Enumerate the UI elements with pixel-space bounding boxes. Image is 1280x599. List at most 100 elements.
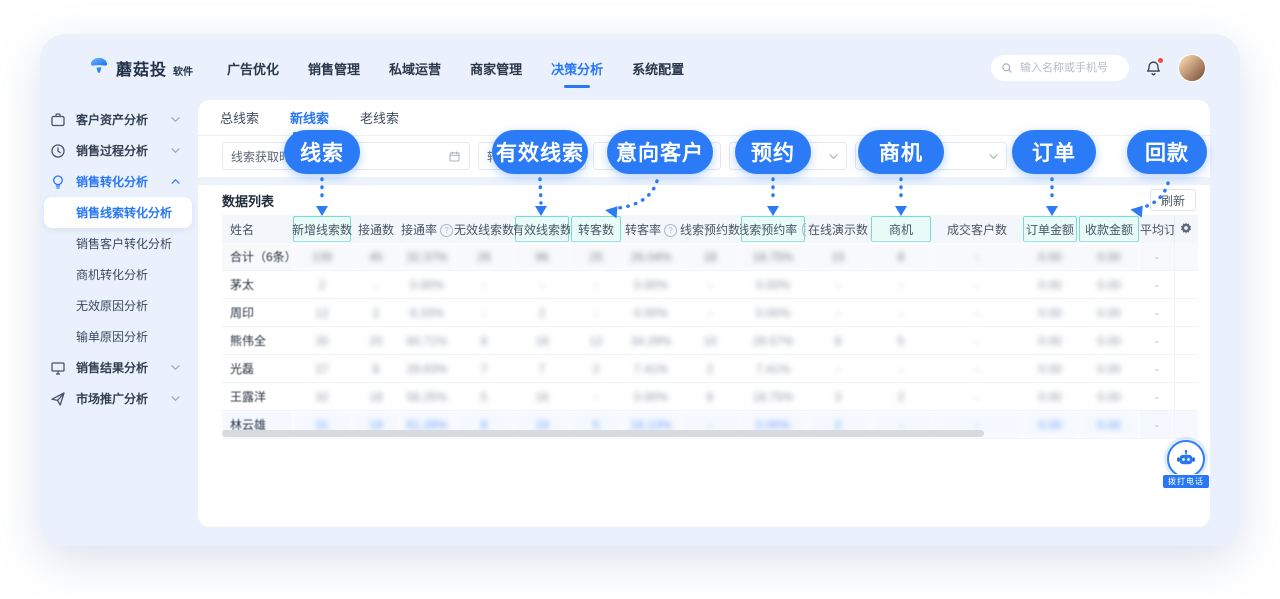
cell-value: - <box>570 382 622 411</box>
cell-value: 0.00 <box>1022 326 1078 355</box>
column-label: 线索预约数 <box>680 222 740 237</box>
lead-tab[interactable]: 新线索 <box>288 100 331 135</box>
cell-value: 0.00 <box>1078 243 1140 271</box>
cell-value: 10 <box>680 326 740 355</box>
notification-bell-icon[interactable] <box>1145 57 1163 77</box>
cell-value: 12 <box>292 298 352 327</box>
cell-value: - <box>1140 382 1174 411</box>
cell-value: 0.00 <box>1078 382 1140 411</box>
folder-icon <box>50 112 66 128</box>
callout-pill: 订单 <box>1012 130 1096 174</box>
column-label: 新增线索数 <box>292 222 352 237</box>
sidebar-group[interactable]: 市场推广分析 <box>40 383 198 414</box>
sidebar-group[interactable]: 销售过程分析 <box>40 135 198 166</box>
refresh-button[interactable]: 刷新 <box>1149 189 1196 211</box>
column-header: 接通数 <box>352 215 400 243</box>
cell-value: 2 <box>680 354 740 383</box>
cell-value: 2 <box>514 298 570 327</box>
column-header: 在线演示数 <box>806 215 870 243</box>
cell-value: - <box>514 270 570 299</box>
callout-pill: 线索 <box>284 130 360 174</box>
lead-tab[interactable]: 老线索 <box>360 111 400 126</box>
column-label: 收款金额 <box>1084 222 1133 237</box>
search-box[interactable] <box>991 55 1129 81</box>
topnav-item[interactable]: 决策分析 <box>549 53 605 84</box>
call-button-label[interactable]: 拨打电话 <box>1162 474 1210 489</box>
call-widget[interactable]: 拨打电话 <box>1162 440 1210 492</box>
section-divider <box>198 177 1210 185</box>
topbar-right <box>991 54 1206 82</box>
info-icon[interactable]: ? <box>664 223 677 237</box>
column-settings[interactable] <box>1173 215 1198 243</box>
brand-name: 蘑菇投 <box>116 62 168 79</box>
chevron-down-icon <box>171 395 180 402</box>
column-header: 转客率? <box>622 215 680 243</box>
sidebar-item[interactable]: 商机转化分析 <box>40 259 198 290</box>
cell-value: 32 <box>292 382 352 411</box>
chevron-down-icon <box>171 147 180 154</box>
cell-settings <box>1173 243 1198 271</box>
sidebar-item[interactable]: 销售线索转化分析 <box>44 197 192 228</box>
column-label: 商机 <box>888 222 913 237</box>
cell-value: 139 <box>292 243 352 271</box>
cell-value: - <box>932 243 1022 271</box>
callout-pill: 回款 <box>1127 130 1207 174</box>
cell-value: 28 <box>454 243 514 271</box>
cell-settings <box>1173 410 1198 439</box>
sidebar-item[interactable]: 输单原因分析 <box>40 321 198 352</box>
horizontal-scrollbar[interactable] <box>222 430 984 437</box>
sidebar-group-label: 销售过程分析 <box>76 144 149 158</box>
data-list-title: 数据列表 <box>222 193 275 209</box>
cell-value: - <box>870 298 932 327</box>
topnav-item[interactable]: 系统配置 <box>632 61 685 77</box>
cell-value: 6 <box>680 382 740 411</box>
column-header: 成交客户数 <box>932 215 1022 243</box>
chevron-down-icon <box>171 116 180 123</box>
cell-name: 合计（6条） <box>222 243 292 271</box>
column-label: 线索预约率 <box>740 222 798 237</box>
sidebar-group[interactable]: 销售转化分析 <box>40 166 198 197</box>
column-label: 在线演示数 <box>807 222 868 237</box>
info-icon[interactable]: ? <box>440 223 453 237</box>
column-label: 转客率 <box>624 222 661 237</box>
lead-tab[interactable]: 总线索 <box>220 111 260 126</box>
user-avatar[interactable] <box>1178 54 1206 82</box>
brand-logo: 蘑菇投 软件 <box>88 55 193 82</box>
sidebar-item[interactable]: 销售客户转化分析 <box>40 228 198 259</box>
cell-value: - <box>680 270 740 299</box>
search-input[interactable] <box>1018 61 1112 75</box>
sidebar-group[interactable]: 客户资产分析 <box>40 104 198 135</box>
topnav-item[interactable]: 广告优化 <box>227 61 280 77</box>
topnav-item[interactable]: 私域运营 <box>389 61 442 77</box>
sidebar-group[interactable]: 销售结果分析 <box>40 352 198 383</box>
cell-value: - <box>1140 354 1174 383</box>
notification-dot <box>1158 57 1163 63</box>
cell-settings <box>1173 298 1198 327</box>
cell-settings <box>1173 326 1198 355</box>
sidebar-item-label: 商机转化分析 <box>76 268 149 282</box>
sidebar-item[interactable]: 无效原因分析 <box>40 290 198 321</box>
cell-value: 18 <box>514 326 570 355</box>
callout-pill: 意向客户 <box>607 130 713 174</box>
topnav-item[interactable]: 商家管理 <box>470 61 523 77</box>
callout-pill: 预约 <box>735 130 811 174</box>
cell-value: - <box>1140 326 1174 355</box>
topnav-item[interactable]: 销售管理 <box>308 61 361 77</box>
sidebar-item-label: 输单原因分析 <box>76 330 149 344</box>
cell-value: 96 <box>514 243 570 271</box>
cell-name: 林云雄 <box>222 410 292 439</box>
sidebar-item-label: 销售线索转化分析 <box>76 206 173 220</box>
column-label: 接通率 <box>400 222 437 237</box>
cell-value: - <box>454 270 514 299</box>
info-icon[interactable]: ? <box>802 222 806 236</box>
cell-value: 0.00 <box>1022 410 1078 439</box>
data-table: 姓名新增线索数接通数接通率?无效线索数有效线索数转客数转客率?线索预约数线索预约… <box>222 215 1198 439</box>
cell-value: 7 <box>514 354 570 383</box>
